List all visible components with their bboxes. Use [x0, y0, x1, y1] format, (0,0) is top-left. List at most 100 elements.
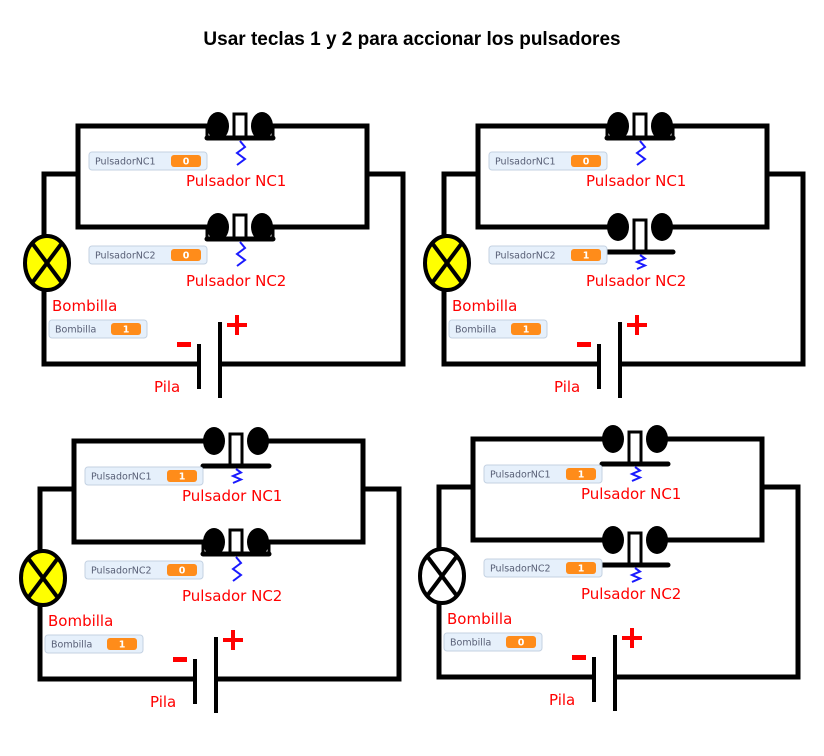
plunger-icon: [232, 112, 248, 140]
wire-outer-left-bottom: [436, 603, 594, 680]
push-button-nc2[interactable]: [599, 526, 671, 583]
bulb-icon: [19, 549, 67, 607]
plunger-icon: [627, 531, 643, 567]
contact-left-icon: [607, 112, 629, 140]
wire-outer-left-bottom: [41, 290, 199, 367]
battery-icon: [592, 635, 617, 711]
plus-sign-icon: [630, 628, 634, 648]
monitor-label: Bombilla: [55, 325, 96, 336]
wire-outer-right: [615, 484, 801, 680]
wire-outer-right: [216, 486, 402, 682]
wire-outer-right: [620, 171, 806, 367]
wires: [441, 123, 806, 367]
minus-sign-icon: [177, 342, 191, 347]
label-pila: Pila: [154, 378, 180, 396]
wire-outer-left-bottom: [37, 605, 195, 682]
monitor-label: Bombilla: [450, 638, 491, 649]
monitor-label: Bombilla: [51, 640, 92, 651]
minus-sign-icon: [572, 655, 586, 660]
push-button-nc2[interactable]: [200, 528, 272, 582]
monitor-value: 0: [518, 638, 525, 649]
spring-icon: [629, 466, 643, 482]
label-bombilla: Bombilla: [48, 612, 113, 630]
contact-right-icon: [651, 112, 673, 140]
monitor-value: 0: [179, 566, 186, 577]
monitor-label: PulsadorNC1: [490, 470, 551, 481]
push-button-nc2[interactable]: [604, 213, 676, 270]
battery-icon: [597, 322, 622, 398]
monitor-value-box: [171, 249, 201, 261]
monitor-value: 1: [179, 472, 186, 483]
push-button-nc1[interactable]: [604, 112, 676, 166]
monitor-value: 1: [123, 325, 130, 336]
bulb-icon: [23, 234, 71, 292]
contact-right-icon: [251, 112, 273, 140]
variable-monitor-bulb: Bombilla 1: [44, 634, 144, 654]
minus-sign-icon: [577, 342, 591, 347]
contact-right-icon: [651, 213, 673, 241]
monitor-value: 0: [183, 251, 190, 262]
page-title: Usar teclas 1 y 2 para accionar los puls…: [203, 29, 621, 50]
label-pulsador-nc2: Pulsador NC2: [182, 587, 282, 605]
monitor-value-box: [571, 155, 601, 167]
monitor-value: 1: [523, 325, 530, 336]
monitor-label: PulsadorNC1: [95, 157, 156, 168]
spring-icon: [231, 556, 243, 582]
label-pulsador-nc2: Pulsador NC2: [586, 272, 686, 290]
push-button-nc1[interactable]: [599, 425, 671, 482]
plunger-icon: [228, 528, 244, 556]
label-pila: Pila: [554, 378, 580, 396]
monitor-value-box: [506, 636, 536, 648]
label-pulsador-nc1: Pulsador NC1: [586, 172, 686, 190]
monitor-value: 1: [583, 251, 590, 262]
battery-icon: [193, 637, 218, 713]
contact-left-icon: [607, 213, 629, 241]
plus-sign-icon: [231, 630, 235, 650]
monitor-label: PulsadorNC2: [91, 566, 152, 577]
label-bombilla: Bombilla: [52, 297, 117, 315]
wire-outer-left-top: [441, 171, 478, 236]
monitor-value: 1: [578, 564, 585, 575]
monitor-value-box: [107, 638, 137, 650]
monitor-label: PulsadorNC1: [495, 157, 556, 168]
plus-sign-icon: [635, 315, 639, 335]
variable-monitor-bulb: Bombilla 1: [48, 319, 148, 339]
push-button-nc1[interactable]: [200, 427, 272, 484]
monitor-label: Bombilla: [455, 325, 496, 336]
contact-left-icon: [207, 112, 229, 140]
bulb-cross: [425, 554, 459, 598]
monitor-value: 0: [583, 157, 590, 168]
spring-icon: [629, 567, 643, 583]
wire-outer-left-top: [41, 171, 78, 236]
plunger-icon: [228, 432, 244, 468]
wires: [37, 438, 402, 682]
monitor-value: 1: [119, 640, 126, 651]
contact-left-icon: [207, 213, 229, 241]
contact-right-icon: [247, 528, 269, 556]
push-button-nc1[interactable]: [204, 112, 276, 166]
bulb-icon: [423, 234, 471, 292]
spring-icon: [235, 140, 247, 166]
label-pulsador-nc1: Pulsador NC1: [186, 172, 286, 190]
bulb-cross: [430, 241, 464, 285]
monitor-value-box: [511, 323, 541, 335]
monitor-value-box: [566, 562, 596, 574]
wire-outer-left-top: [436, 484, 473, 549]
contact-left-icon: [602, 526, 624, 554]
contact-left-icon: [203, 427, 225, 455]
monitor-value: 1: [578, 470, 585, 481]
wires: [41, 123, 406, 367]
label-bombilla: Bombilla: [447, 610, 512, 628]
wires: [436, 436, 801, 680]
label-bombilla: Bombilla: [452, 297, 517, 315]
bulb-cross: [26, 556, 60, 600]
push-button-nc2[interactable]: [204, 213, 276, 267]
spring-icon: [230, 468, 244, 484]
